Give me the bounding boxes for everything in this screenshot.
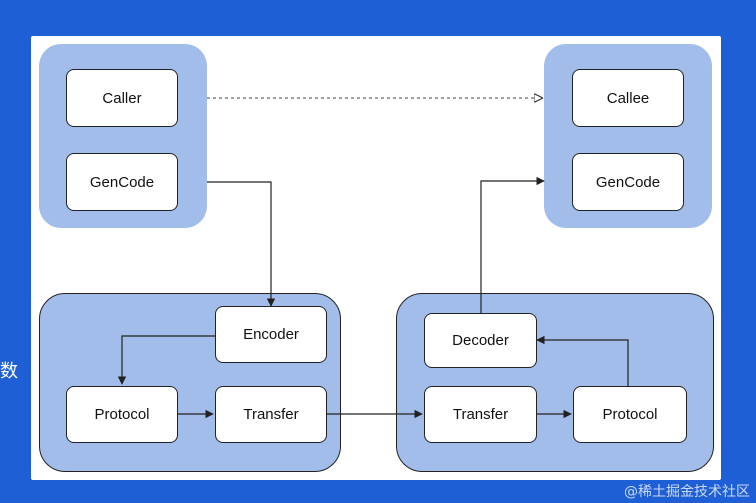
callee-node: Callee <box>572 69 684 127</box>
connector-lines <box>117 36 629 419</box>
server-protocol-to-decoder-arrow <box>536 335 629 386</box>
gencode-to-encoder-arrow <box>207 181 276 307</box>
client-protocol-node: Protocol <box>66 386 178 443</box>
slide-edge-text: 数 <box>0 361 18 382</box>
server-protocol-node: Protocol <box>573 386 687 443</box>
decoder-to-callee-gencode-arrow <box>480 176 545 313</box>
callee-gencode-node: GenCode <box>572 153 684 211</box>
encoder-to-protocol-arrow <box>117 335 215 385</box>
server-transfer-node: Transfer <box>424 386 537 443</box>
decoder-node: Decoder <box>424 313 537 368</box>
diagram-canvas: Caller GenCode Callee GenCode Encoder Pr… <box>31 36 721 480</box>
encoder-node: Encoder <box>215 306 327 363</box>
site-watermark: @稀土掘金技术社区 <box>624 484 750 500</box>
client-transfer-node: Transfer <box>215 386 327 443</box>
caller-gencode-node: GenCode <box>66 153 178 211</box>
caller-node: Caller <box>66 69 178 127</box>
